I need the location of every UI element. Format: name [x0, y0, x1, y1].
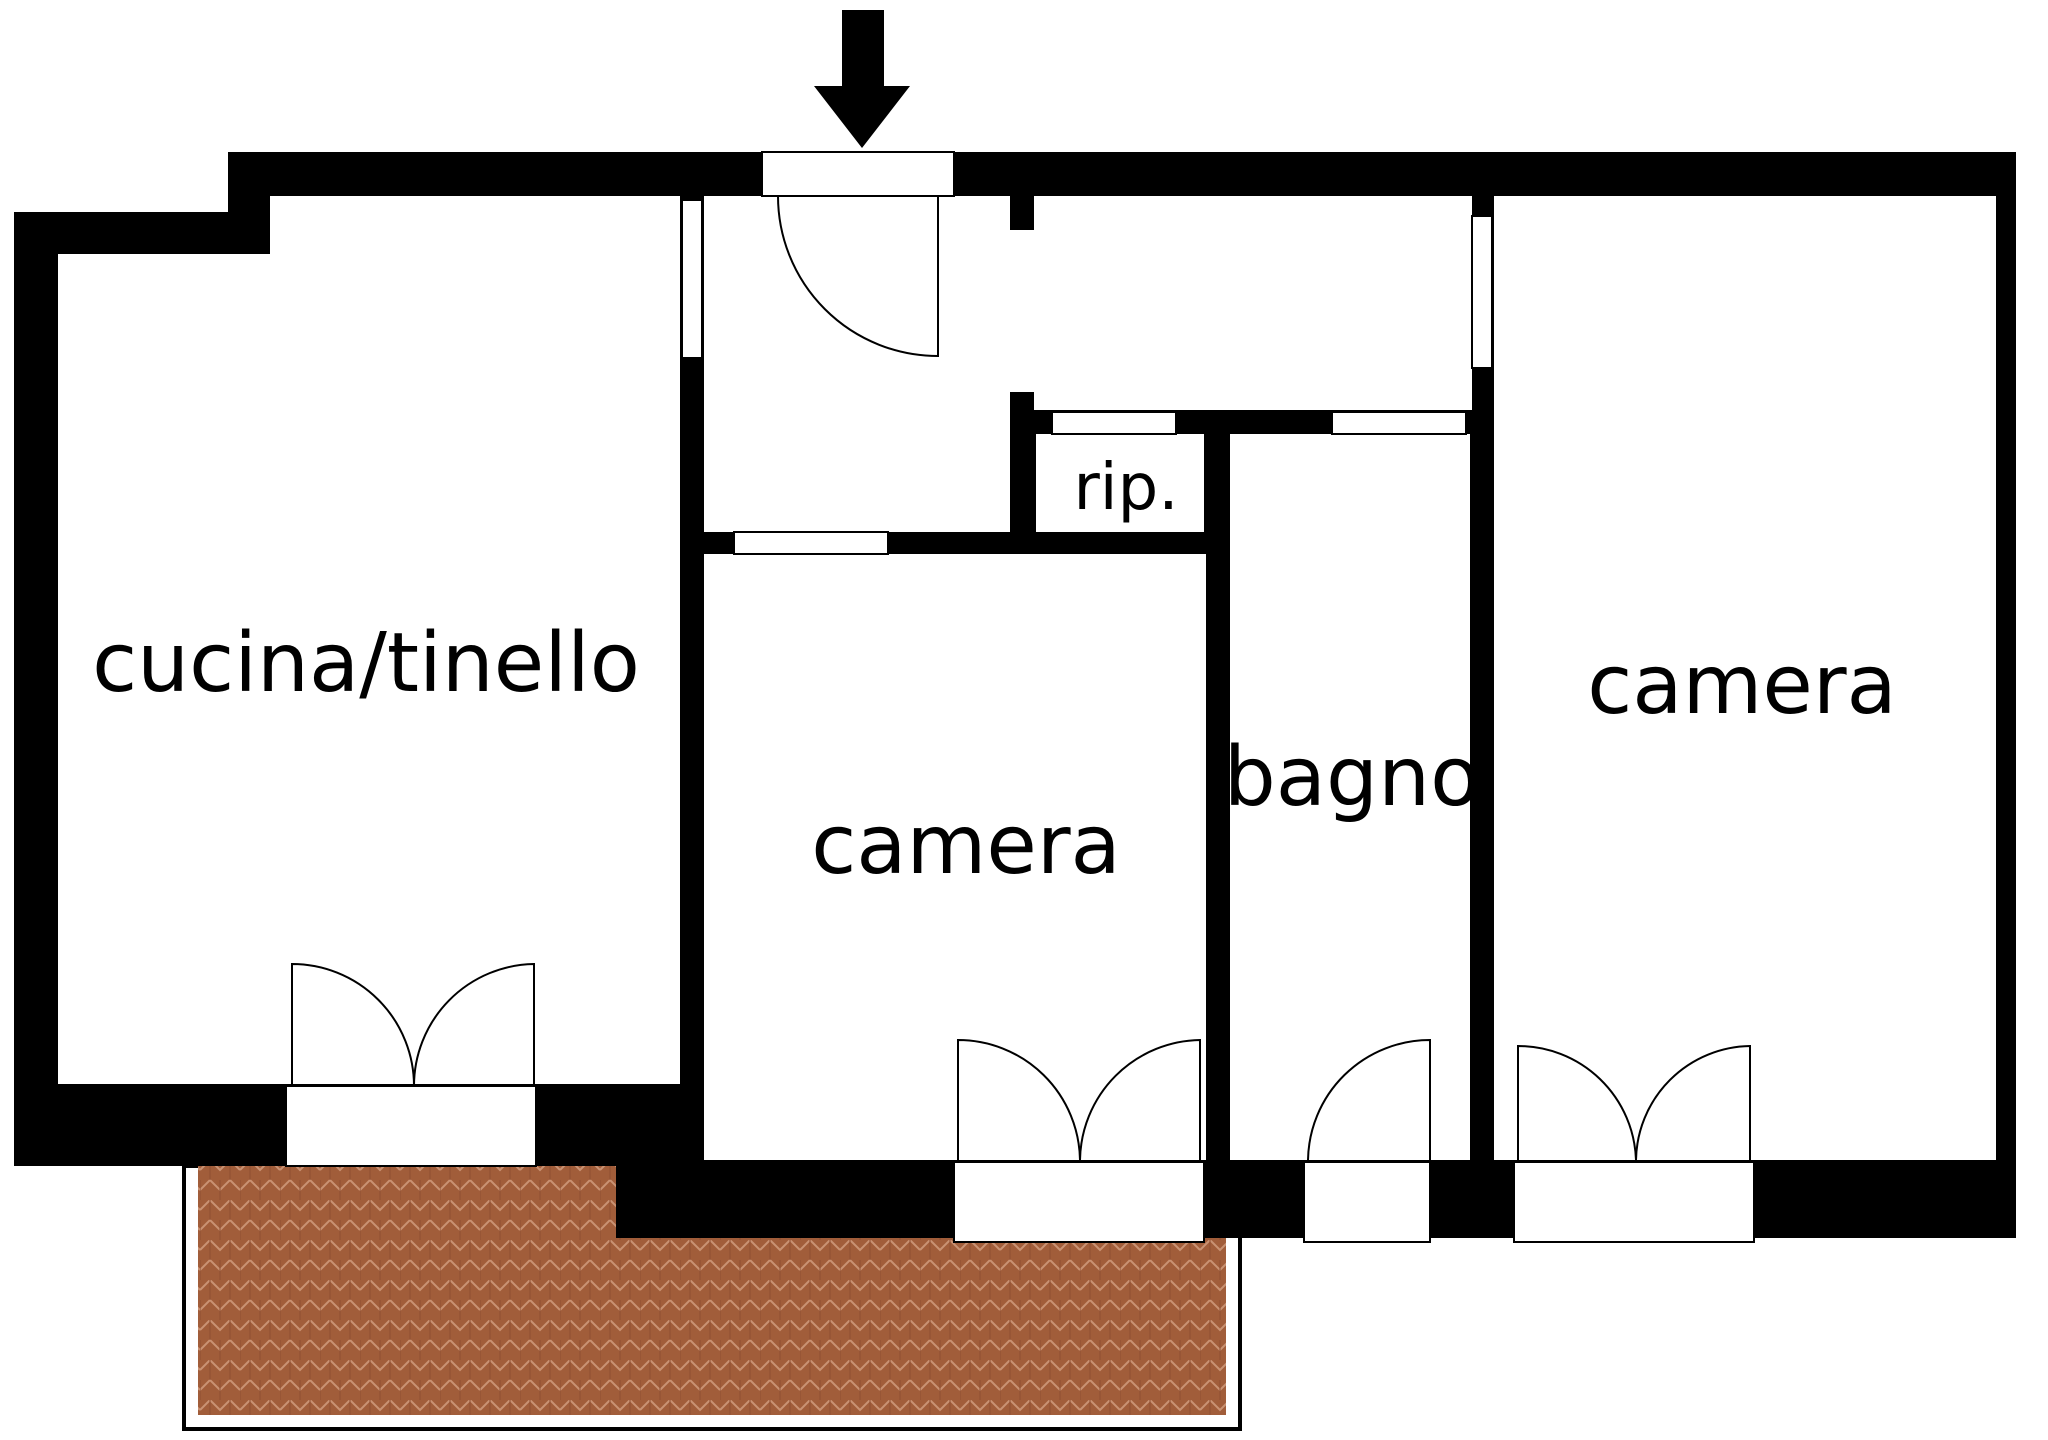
storage-room [1036, 434, 1204, 532]
bedroom-center-window [953, 1161, 1205, 1243]
kitchen-window-left-leaf [291, 962, 415, 1087]
bedroom-right-window-right-leaf [1635, 1044, 1751, 1161]
label-bedroom-center: camera [811, 798, 1121, 893]
bedroom-right-window-left-leaf [1517, 1044, 1637, 1161]
kitchen-window [285, 1085, 537, 1167]
bedroom-right-room [1494, 196, 1996, 1160]
kitchen-room [58, 196, 680, 1084]
bedroom-center-room [704, 554, 1206, 1160]
label-kitchen: cucina/tinello [92, 616, 640, 711]
label-storage: rip. [1073, 451, 1179, 525]
bedroom-center-window-right-leaf [1079, 1038, 1201, 1161]
bedroom-center-door-opening [733, 531, 889, 555]
hallway-right [1010, 196, 1472, 410]
bathroom-window [1303, 1161, 1431, 1243]
hallway [704, 196, 1010, 532]
door-swings [291, 195, 1751, 1161]
label-bathroom: bagno [1223, 730, 1481, 825]
kitchen-door-opening [681, 199, 703, 359]
entrance-door-swing [777, 195, 939, 358]
wall-stubs [1010, 196, 1034, 436]
bedroom-right-window [1513, 1161, 1755, 1243]
bathroom-door-opening [1331, 411, 1467, 435]
entrance-opening [761, 151, 955, 197]
storage-door-opening [1051, 411, 1177, 435]
kitchen-window-right-leaf [413, 962, 535, 1087]
bedroom-right-door-opening [1471, 215, 1493, 369]
openings [285, 151, 1755, 1243]
bedroom-center-window-left-leaf [957, 1038, 1081, 1161]
room-interiors [58, 196, 1996, 1160]
label-bedroom-right: camera [1587, 638, 1897, 733]
bathroom-window-leaf [1307, 1038, 1431, 1161]
entrance-arrow-icon [814, 10, 910, 148]
